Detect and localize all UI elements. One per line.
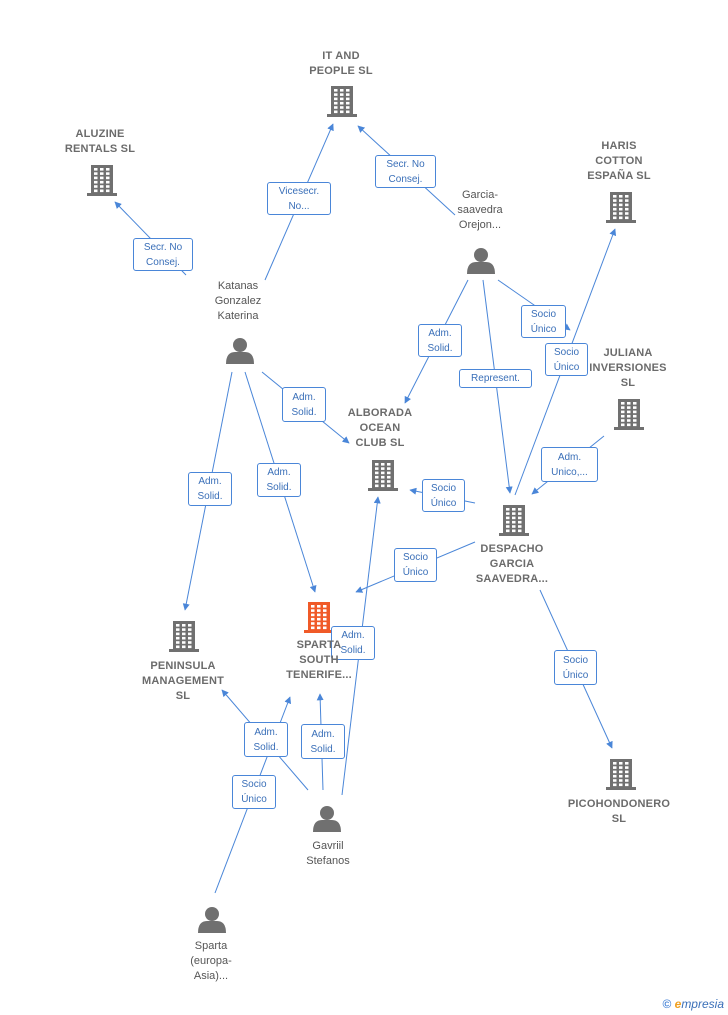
building-icon-peninsula[interactable] [169, 621, 199, 652]
brand-logo-letter: e [674, 997, 682, 1011]
edge-label-e2[interactable]: Vicesecr. No... [267, 182, 331, 215]
building-icon-picohondo[interactable] [606, 759, 636, 790]
building-icon-juliana[interactable] [614, 399, 644, 430]
edge-label-e14[interactable]: Adm. Solid. [331, 626, 375, 660]
node-label-itpeople[interactable]: IT AND PEOPLE SL [309, 50, 373, 77]
edge-label-e12[interactable]: Adm. Solid. [257, 463, 301, 497]
building-icon-despacho[interactable] [499, 505, 529, 536]
edge-label-e4[interactable]: Socio Único [521, 305, 566, 338]
node-label-haris[interactable]: HARIS COTTON ESPAÑA SL [587, 140, 651, 182]
edge-label-e5[interactable]: Socio Único [545, 343, 588, 376]
node-label-sparta_ea[interactable]: Sparta (europa- Asia)... [190, 940, 232, 982]
node-label-alborada[interactable]: ALBORADA OCEAN CLUB SL [347, 407, 413, 449]
edge-label-e6[interactable]: Adm. Solid. [418, 324, 462, 357]
person-icon-sparta_ea[interactable] [198, 907, 226, 933]
building-icon-alborada[interactable] [368, 460, 398, 491]
brand-footer: © empresia [662, 997, 724, 1011]
edge-label-e16[interactable]: Adm. Solid. [244, 722, 288, 757]
person-icon-gavriil[interactable] [313, 806, 341, 832]
edge-label-e17[interactable]: Adm. Solid. [301, 724, 345, 759]
edge-label-e10[interactable]: Socio Único [422, 479, 465, 512]
building-icon-itpeople[interactable] [327, 86, 357, 117]
edge-label-e7[interactable]: Represent. [459, 369, 532, 388]
edge-label-e8[interactable]: Adm. Solid. [282, 387, 326, 422]
node-label-gavriil[interactable]: Gavriil Stefanos [306, 840, 350, 867]
person-icon-katanas[interactable] [226, 338, 254, 364]
building-icon-haris[interactable] [606, 192, 636, 223]
edge-label-e3[interactable]: Secr. No Consej. [375, 155, 436, 188]
node-label-picohondo[interactable]: PICOHONDONERO SL [567, 798, 671, 825]
person-icon-garcia[interactable] [467, 248, 495, 274]
node-label-aluzine[interactable]: ALUZINE RENTALS SL [64, 128, 136, 155]
node-label-juliana[interactable]: JULIANA INVERSIONES SL [589, 347, 667, 389]
edge-label-e13[interactable]: Socio Único [394, 548, 437, 582]
node-label-katanas[interactable]: Katanas Gonzalez Katerina [214, 280, 262, 322]
node-label-peninsula[interactable]: PENINSULA MANAGEMENT SL [141, 660, 225, 702]
node-label-sparta_st[interactable]: SPARTA SOUTH TENERIFE... [286, 639, 352, 681]
edge-label-e1[interactable]: Secr. No Consej. [133, 238, 193, 271]
edge-label-e11[interactable]: Adm. Solid. [188, 472, 232, 506]
node-label-despacho[interactable]: DESPACHO GARCIA SAAVEDRA... [475, 543, 549, 585]
brand-logo-text: mpresia [681, 997, 724, 1011]
building-icon-sparta_st[interactable] [304, 602, 334, 633]
edge-label-e18[interactable]: Socio Único [232, 775, 276, 809]
building-icon-aluzine[interactable] [87, 165, 117, 196]
node-label-garcia[interactable]: Garcia- saavedra Orejon... [457, 189, 503, 231]
edge-label-e9[interactable]: Adm. Unico,... [541, 447, 598, 482]
edge-label-e15[interactable]: Socio Único [554, 650, 597, 685]
copyright-icon: © [662, 997, 672, 1011]
